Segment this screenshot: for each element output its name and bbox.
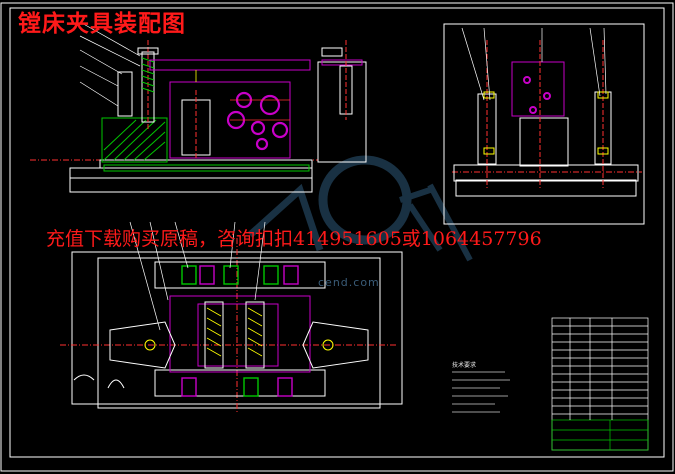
watermark-logo [247, 155, 473, 262]
clamp-plate [149, 59, 311, 71]
watermark-domain: cend.com [318, 276, 380, 289]
tech-notes-title: 技术要求 [452, 362, 477, 369]
drawing-title: 镗床夹具装配图 [18, 10, 186, 37]
title-block [551, 317, 649, 451]
left-support-hatched [101, 117, 168, 163]
inner-frame [9, 7, 665, 458]
plan-view [60, 221, 403, 414]
front-view [30, 21, 367, 193]
plan-body [169, 295, 311, 373]
tech-notes [452, 371, 510, 413]
side-body [511, 61, 565, 117]
promo-text: 充值下载购买原稿，咨询扣扣414951605或1064457796 [46, 228, 542, 250]
side-view [443, 23, 645, 225]
